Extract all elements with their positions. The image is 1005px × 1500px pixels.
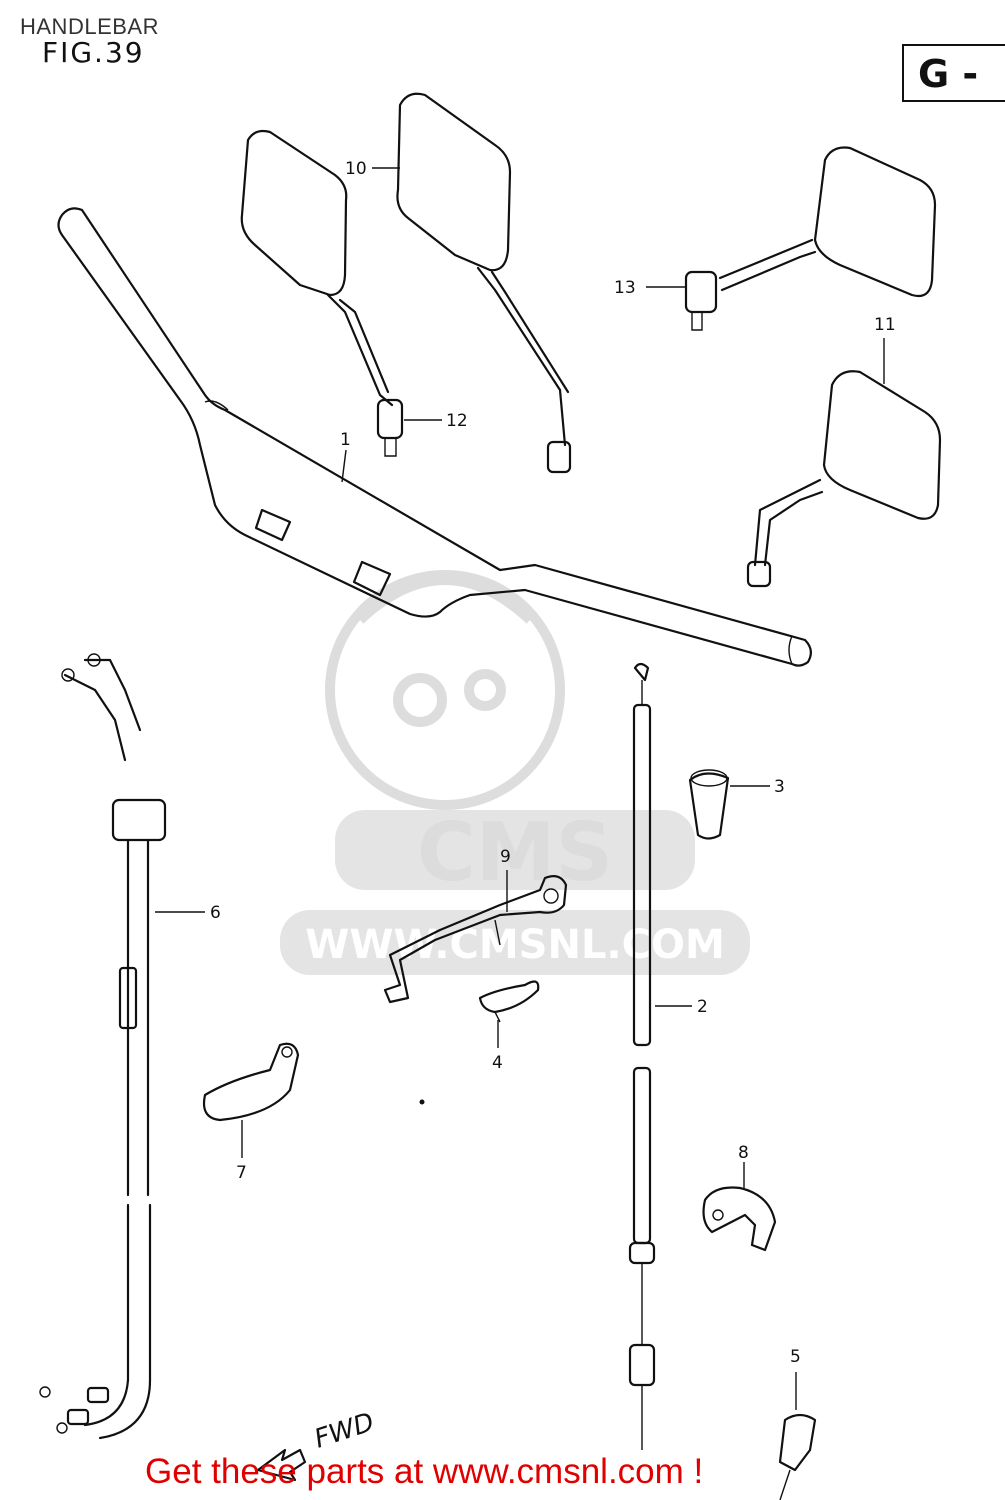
dot-mark [419,1099,425,1105]
watermark-logo-text: CMS [417,806,613,899]
callout-3: 3 [774,777,785,797]
leader-1 [341,449,347,483]
part-mirror-left-rear [240,129,404,457]
part-cable-guide [383,875,568,1004]
watermark: CMS WWW.CMSNL.COM [280,570,750,975]
figure-label: FIG.39 [42,36,145,69]
part-lever-bracket [778,1413,817,1500]
callout-6: 6 [210,903,221,923]
part-lever-holder [702,1186,777,1252]
part-grip [688,769,730,840]
part-mirror-left-front [396,92,572,474]
callout-10: 10 [345,159,367,179]
watermark-mascot-eye-left [393,673,447,727]
direction-label: FWD [311,1407,378,1454]
page-title: HANDLEBAR [20,14,159,39]
callout-4: 4 [492,1053,503,1073]
group-code: G - [918,52,979,96]
part-mirror-right-lower [746,370,942,588]
promo-banner[interactable]: Get these parts at www.cmsnl.com ! [145,1452,704,1491]
callout-2: 2 [697,997,708,1017]
watermark-mascot-cap [356,575,534,624]
part-clutch-cable [628,662,656,1450]
callout-12: 12 [446,411,468,431]
part-mirror-right-upper [684,146,937,331]
callout-1: 1 [340,430,351,450]
watermark-mascot-eye-right [464,669,506,711]
watermark-url-bar [280,910,750,975]
group-code-box: G - [902,44,1005,102]
part-clamp [202,1042,300,1122]
callouts: 1 2 3 4 5 6 7 8 9 10 11 12 13 [155,159,896,1410]
callout-11: 11 [874,315,896,335]
part-throttle-cable [39,653,167,1440]
callout-9: 9 [500,847,511,867]
callout-5: 5 [790,1347,801,1367]
watermark-url-text: WWW.CMSNL.COM [305,922,725,968]
callout-7: 7 [236,1163,247,1183]
watermark-logo-bar [335,810,695,890]
part-handlebar [57,207,812,667]
part-clip [478,980,540,1023]
callout-8: 8 [738,1143,749,1163]
callout-13: 13 [614,278,636,298]
